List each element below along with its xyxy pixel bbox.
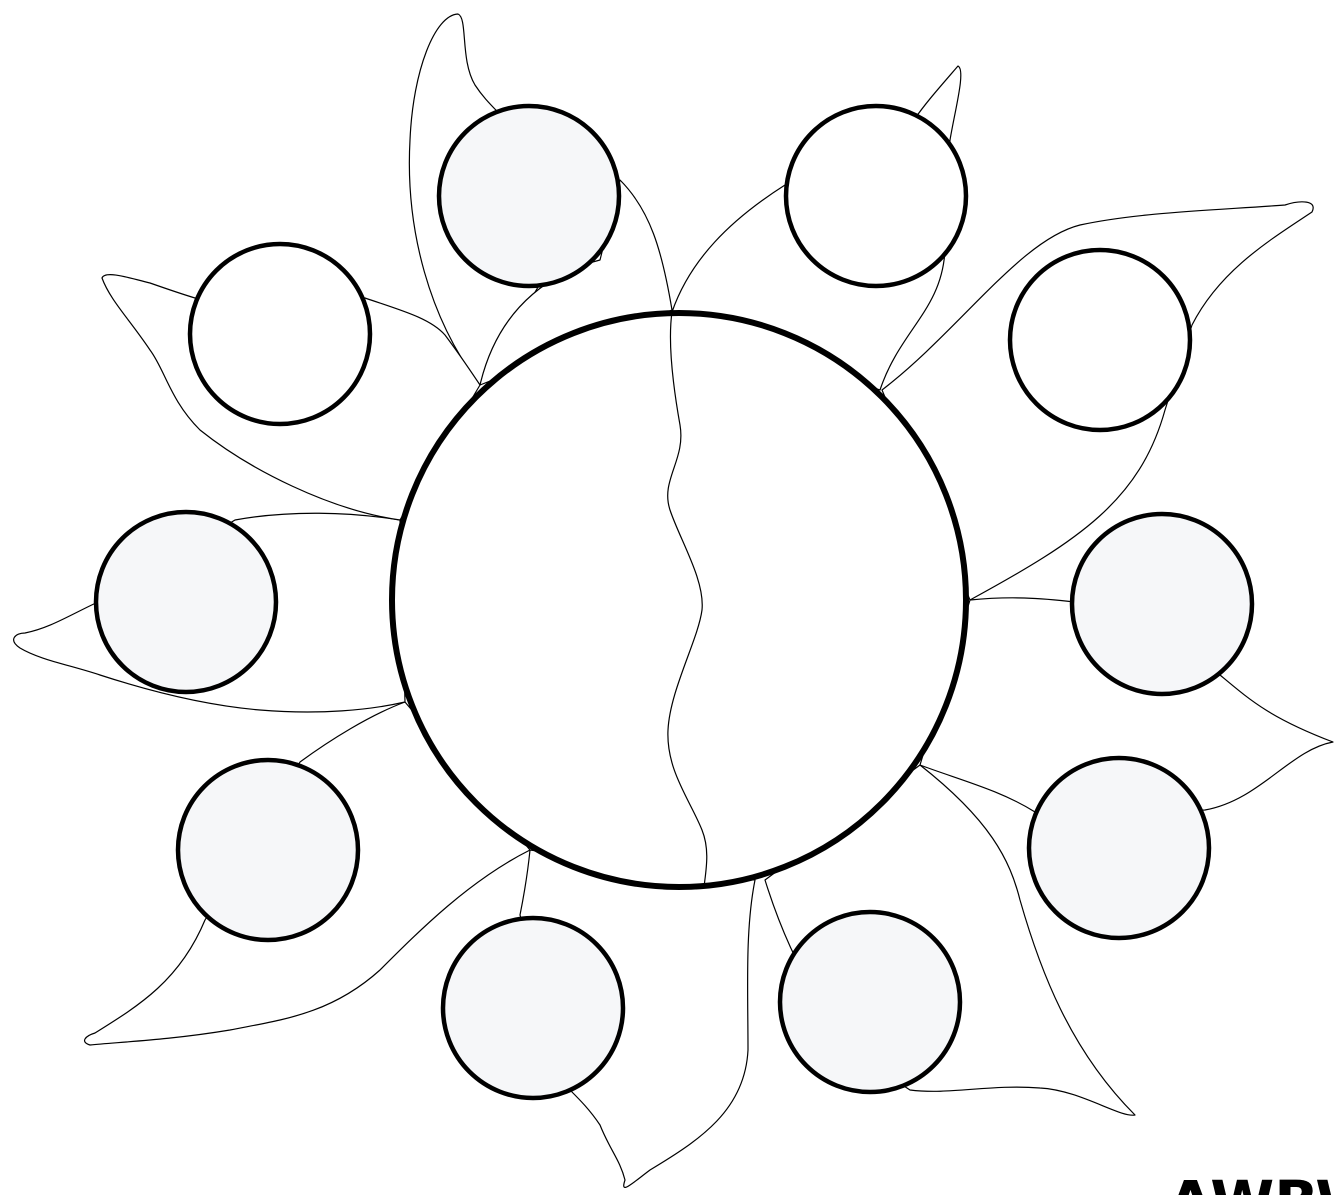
node-bottom-right-circle xyxy=(780,912,960,1092)
node-right-middle-circle xyxy=(1072,514,1252,694)
node-left-lower-circle xyxy=(178,760,358,940)
center-circle xyxy=(392,313,966,887)
node-top-left-circle xyxy=(190,244,370,424)
node-left-middle-circle xyxy=(96,512,276,692)
node-top-right-circle xyxy=(786,106,966,286)
node-bottom-left-circle xyxy=(443,918,623,1098)
node-right-lower-circle xyxy=(1029,758,1209,938)
watermark-text: AWBW xyxy=(1168,1168,1335,1195)
node-right-upper-circle xyxy=(1010,250,1190,430)
node-top-left-upper-circle xyxy=(439,106,619,286)
center-hub xyxy=(392,312,966,887)
